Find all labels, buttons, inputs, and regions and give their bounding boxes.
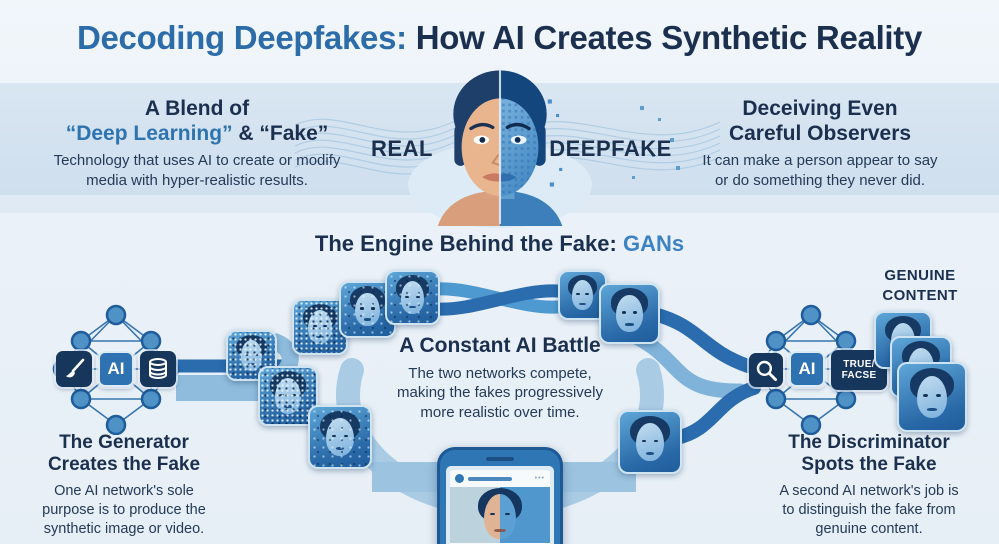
generator-body-line1: One AI network's sole: [54, 482, 194, 499]
generator-body-line3: synthetic image or video.: [43, 520, 205, 537]
battle-body-line3: more realistic over time.: [420, 403, 580, 421]
discriminator-body-line3: genuine content.: [815, 520, 923, 537]
generator-ai-label: AI: [107, 359, 125, 378]
discriminator-network: AI TRUE/ FACSE: [745, 303, 900, 436]
post-image-split-face: [450, 487, 550, 543]
generator-body: One AI network's sole purpose is to prod…: [10, 482, 238, 539]
face-card: [292, 299, 348, 355]
pixel-particles: [632, 106, 680, 179]
gan-heading-text: The Engine Behind the Fake:: [314, 231, 623, 256]
page-title: Decoding Deepfakes: How AI Creates Synth…: [0, 19, 999, 57]
digital-particles: [547, 99, 563, 187]
post-face: [484, 493, 516, 539]
username-placeholder-line: [468, 476, 512, 481]
gan-section-heading: The Engine Behind the Fake: GANs: [0, 231, 999, 257]
deepfake-half: [500, 70, 563, 226]
post-menu-dots: •••: [534, 475, 545, 482]
banner-left-body-line1: Technology that uses AI to create or mod…: [53, 152, 341, 170]
banner-left-heading-line2: “Deep Learning” & “Fake”: [32, 121, 362, 146]
banner-left-block: A Blend of “Deep Learning” & “Fake” Tech…: [32, 96, 362, 190]
battle-title: A Constant AI Battle: [399, 334, 601, 357]
face-card: [558, 270, 607, 320]
genuine-content-label: GENUINE CONTENT: [868, 266, 972, 305]
discriminator-title-line1: The Discriminator: [788, 432, 950, 453]
banner-right-heading-line2: Careful Observers: [728, 122, 912, 146]
true-false-line2: FACSE: [841, 370, 877, 381]
face-card: [618, 410, 682, 474]
battle-body: The two networks compete, making the fak…: [378, 364, 622, 423]
generator-network: AI: [50, 303, 205, 436]
real-half: [437, 70, 500, 226]
smartphone: ••• ♥ ○ ▽: [437, 447, 563, 544]
face-card: [308, 405, 372, 469]
discriminator-text-block: The Discriminator Spots the Fake A secon…: [750, 432, 988, 538]
generator-text-block: The Generator Creates the Fake One AI ne…: [10, 432, 238, 538]
page-title-rest: How AI Creates Synthetic Reality: [406, 19, 923, 56]
social-post: ••• ♥ ○ ▽: [450, 470, 550, 544]
battle-body-line1: The two networks compete,: [408, 364, 592, 382]
discriminator-ai-label: AI: [798, 359, 816, 378]
crossing-ribbon-dark: [430, 284, 564, 316]
phone-speaker: [486, 457, 514, 461]
banner-left-body: Technology that uses AI to create or mod…: [32, 151, 362, 189]
label-deepfake: DEEPFAKE: [549, 136, 672, 161]
split-line: [498, 66, 502, 224]
page-title-accent: Decoding Deepfakes:: [76, 19, 407, 56]
battle-body-line2: making the fakes progressively: [397, 384, 603, 402]
generator-title-line1: The Generator: [59, 432, 189, 453]
split-face-illustration: [437, 66, 563, 226]
banner-left-heading-accent: “Deep Learning”: [65, 122, 233, 146]
banner-right-body-line2: or do something they never did.: [714, 171, 926, 189]
banner-left-heading-line1: A Blend of: [144, 97, 250, 120]
banner-right-body-line1: It can make a person appear to say: [702, 152, 938, 170]
true-false-badge: TRUE/ FACSE: [831, 350, 887, 390]
discriminator-body-line2: to distinguish the fake from: [782, 501, 956, 518]
post-header: •••: [450, 470, 550, 487]
label-real: REAL: [371, 136, 433, 161]
discriminator-body: A second AI network's job is to distingu…: [750, 482, 988, 539]
genuine-label-line1: GENUINE: [884, 267, 956, 284]
banner-right-heading-line1: Deceiving Even: [742, 97, 898, 120]
banner-left-body-line2: media with hyper-realistic results.: [86, 171, 308, 189]
to-discriminator-dark-lower: [669, 381, 761, 445]
genuine-content-card: [897, 362, 967, 432]
banner-left-heading-rest: & “Fake”: [232, 122, 329, 146]
generator-body-line2: purpose is to produce the: [42, 501, 206, 518]
true-false-line1: TRUE/: [843, 358, 875, 370]
to-discriminator-light: [626, 328, 748, 399]
magnifier-icon: [749, 353, 783, 387]
gan-heading-accent: GANs: [622, 231, 685, 256]
face-card: [385, 270, 440, 325]
discriminator-title-line2: Spots the Fake: [801, 454, 937, 476]
banner-right-block: Deceiving Even Careful Observers It can …: [660, 96, 980, 190]
avatar: [455, 474, 464, 483]
generator-title-line2: Creates the Fake: [47, 454, 201, 476]
database-icon: [140, 351, 176, 387]
paintbrush-icon: [56, 351, 92, 387]
discriminator-body-line1: A second AI network's job is: [779, 482, 959, 499]
battle-text-block: A Constant AI Battle The two networks co…: [378, 334, 622, 422]
face-card: [599, 283, 660, 344]
banner-right-body: It can make a person appear to say or do…: [660, 151, 980, 189]
to-discriminator-dark-upper: [647, 307, 755, 373]
generator-ai-tile: AI: [98, 351, 134, 387]
genuine-label-line2: CONTENT: [882, 286, 958, 304]
phone-screen: ••• ♥ ○ ▽: [446, 466, 554, 544]
discriminator-ai-tile: AI: [789, 351, 825, 387]
